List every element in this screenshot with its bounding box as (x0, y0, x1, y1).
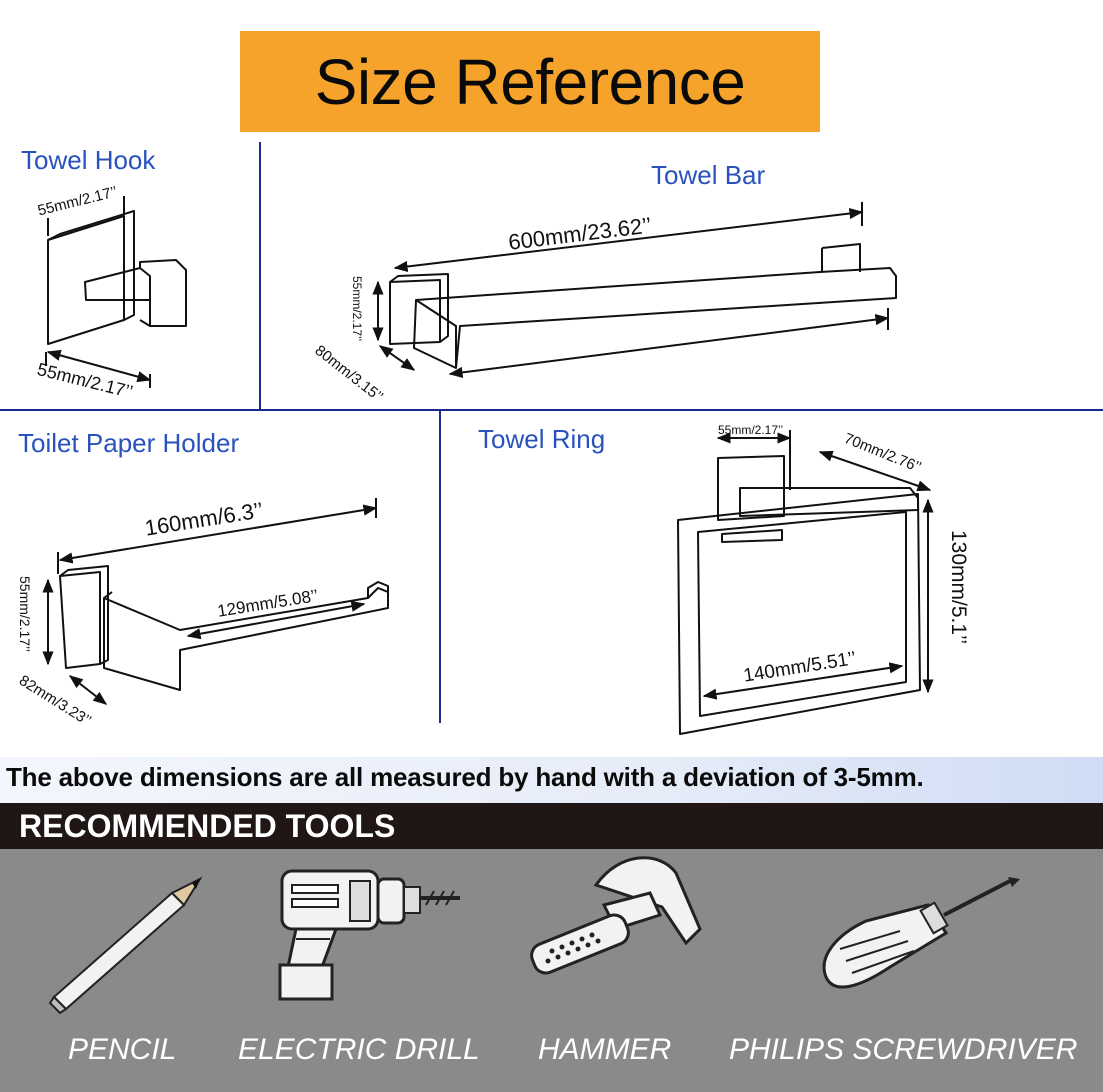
vertical-divider-bottom (439, 411, 441, 723)
toilet-paper-holder-label: Toilet Paper Holder (18, 428, 240, 458)
tool-label-electric-drill: ELECTRIC DRILL (238, 1033, 480, 1066)
toilet-paper-holder-drawing (42, 498, 389, 705)
tool-label-hammer: HAMMER (538, 1033, 672, 1066)
pencil-icon (48, 876, 203, 1015)
screwdriver-icon (822, 877, 1020, 989)
drill-icon (278, 869, 460, 1001)
tools-illustrations (48, 856, 1020, 1015)
product-diagrams (42, 196, 934, 735)
towel-ring-label: Towel Ring (478, 424, 606, 454)
tools-header-bar (0, 803, 1103, 849)
towel-hook-label: Towel Hook (21, 145, 156, 175)
towel-ring-base-width: 55mm/2.17’’ (718, 423, 784, 437)
measurement-note: The above dimensions are all measured by… (6, 762, 924, 792)
hammer-icon (530, 856, 702, 975)
title-banner: Size Reference (240, 31, 820, 132)
page-title: Size Reference (314, 45, 746, 118)
note-band (0, 757, 1103, 803)
towel-ring-drawing (677, 430, 934, 735)
towel-bar-height: 55mm/2.17’’ (350, 276, 364, 342)
towel-bar-label: Towel Bar (651, 160, 766, 190)
tool-label-philips-screwdriver: PHILIPS SCREWDRIVER (729, 1033, 1078, 1066)
horizontal-divider (0, 409, 1103, 411)
vertical-divider-top (259, 142, 261, 410)
towel-bar-drawing (372, 202, 897, 378)
toilet-paper-holder-height: 55mm/2.17’’ (17, 576, 33, 653)
towel-hook-drawing (45, 196, 187, 388)
tool-label-pencil: PENCIL (68, 1033, 177, 1066)
towel-ring-height: 130mm/5.1’’ (947, 530, 970, 645)
tools-header-title: RECOMMENDED TOOLS (19, 808, 396, 844)
